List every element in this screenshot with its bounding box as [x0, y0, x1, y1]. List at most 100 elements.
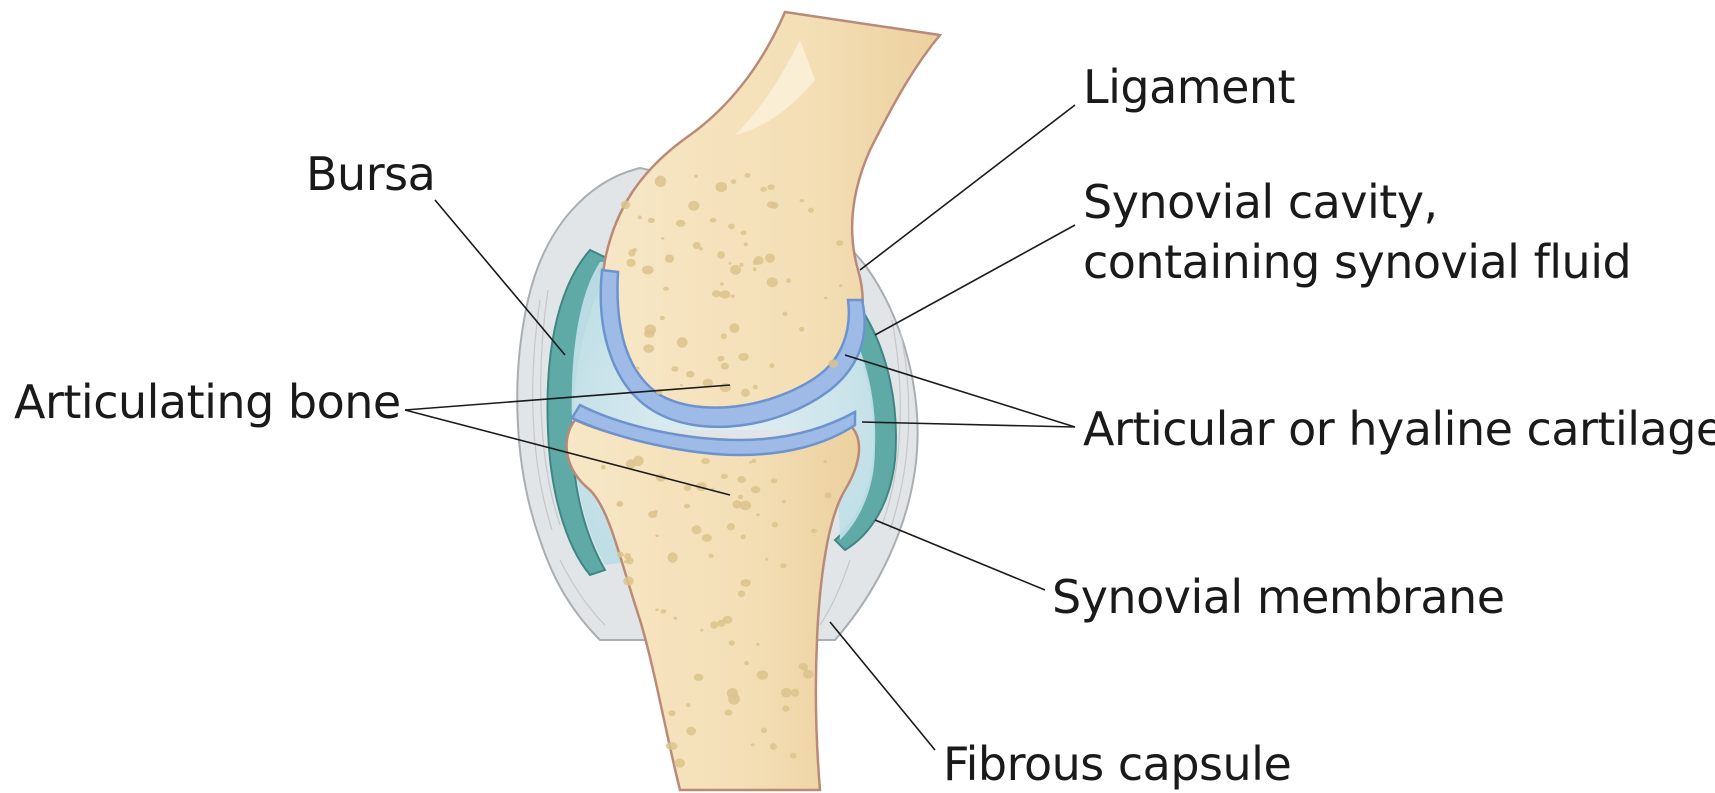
- bone-pore: [839, 284, 842, 287]
- bone-pore: [757, 670, 769, 679]
- bone-pore: [836, 240, 843, 246]
- bone-pore: [744, 242, 748, 246]
- bone-pore: [723, 616, 733, 624]
- bone-pore: [721, 363, 729, 370]
- bone-pore: [701, 458, 710, 464]
- bone-pore: [720, 282, 724, 286]
- bone-pore: [675, 758, 685, 767]
- bone-pore: [660, 316, 665, 321]
- bone-pore: [727, 523, 735, 530]
- bone-pore: [740, 263, 744, 267]
- bone-pore: [824, 297, 828, 300]
- label-fibrous-capsule: Fibrous capsule: [943, 737, 1291, 791]
- bone-pore: [655, 176, 666, 187]
- bone-pore: [693, 242, 701, 249]
- leader-synovial-cavity: [875, 225, 1075, 335]
- bone-pore: [765, 254, 775, 263]
- bone-pore: [731, 179, 737, 184]
- bone-pore: [740, 231, 746, 236]
- leader-synovial-membrane: [875, 520, 1045, 590]
- bone-pore: [767, 201, 776, 208]
- bone-pore: [654, 510, 658, 513]
- bone-pore: [710, 621, 718, 629]
- label-articulating-bone: Articulating bone: [14, 375, 401, 429]
- bone-pore: [749, 461, 752, 463]
- bone-pore: [823, 460, 827, 463]
- bone-pore: [694, 674, 704, 681]
- bone-pore: [770, 743, 777, 750]
- bone-pore: [686, 371, 694, 378]
- leader-fibrous-capsule: [830, 622, 935, 750]
- bone-pore: [754, 256, 764, 265]
- bone-pore: [725, 709, 733, 715]
- bone-pore: [665, 254, 674, 262]
- bone-pore: [628, 249, 635, 256]
- bone-pore: [765, 558, 768, 561]
- bone-pore: [808, 208, 814, 213]
- bone-pore: [782, 312, 787, 316]
- label-articular-cartilage: Articular or hyaline cartilage: [1083, 402, 1715, 456]
- label-synovial-cavity-line1: Synovial cavity,: [1083, 175, 1438, 229]
- bone-pore: [756, 643, 759, 646]
- bone-pore: [694, 175, 698, 178]
- bone-pore: [721, 474, 728, 479]
- bone-pore: [643, 344, 654, 353]
- bone-pore: [741, 389, 750, 397]
- bone-pore: [686, 703, 691, 707]
- bone-pore: [688, 201, 699, 211]
- bone-pore: [744, 661, 749, 665]
- bone-pore: [657, 177, 661, 180]
- bone-pore: [782, 706, 789, 712]
- label-synovial-cavity-line2: containing synovial fluid: [1083, 235, 1631, 289]
- bone-pore: [752, 459, 757, 463]
- bone-pore: [721, 333, 727, 339]
- label-synovial-membrane: Synovial membrane: [1052, 570, 1505, 624]
- bone-pore: [738, 590, 745, 597]
- bone-pore: [717, 251, 725, 259]
- bone-pore: [686, 727, 696, 736]
- bone-pore: [668, 710, 675, 716]
- bone-pore: [728, 224, 735, 230]
- bone-pore: [623, 576, 633, 586]
- bone-pore: [782, 500, 786, 504]
- bone-pore: [828, 359, 838, 368]
- bone-pore: [798, 663, 807, 670]
- bone-pore: [621, 201, 630, 210]
- bone-pore: [617, 503, 621, 506]
- bone-pore: [636, 367, 640, 370]
- bone-pore: [731, 295, 735, 298]
- bone-pore: [781, 688, 792, 698]
- bone-pore: [751, 743, 755, 746]
- bone-pore: [768, 184, 775, 190]
- bone-pore: [719, 290, 730, 298]
- bone-pore: [617, 552, 624, 558]
- bone-pore: [671, 366, 678, 372]
- bone-pore: [745, 173, 751, 178]
- bone-pore: [663, 287, 669, 291]
- bone-pore: [751, 486, 761, 493]
- bone-pore: [674, 617, 678, 620]
- bone-pore: [684, 485, 692, 491]
- bone-pore: [642, 266, 654, 275]
- bone-pore: [702, 534, 712, 542]
- bone-pore: [648, 218, 655, 223]
- bone-pore: [667, 552, 677, 562]
- bone-pore: [638, 216, 642, 220]
- bone-pore: [730, 265, 741, 275]
- bone-pore: [791, 689, 799, 697]
- bone-pore: [680, 384, 683, 386]
- bone-pore: [709, 554, 714, 558]
- label-bursa: Bursa: [306, 147, 435, 201]
- bone-pore: [655, 534, 658, 537]
- bone-pore: [717, 356, 724, 362]
- bone-pore: [780, 563, 786, 568]
- bone-pore: [811, 529, 817, 534]
- bone-pore: [655, 608, 659, 611]
- leader-ligament: [860, 105, 1075, 270]
- bone-pore: [800, 199, 804, 202]
- bone-pore: [624, 553, 631, 560]
- bone-pore: [753, 385, 758, 389]
- bone-pore: [601, 465, 606, 469]
